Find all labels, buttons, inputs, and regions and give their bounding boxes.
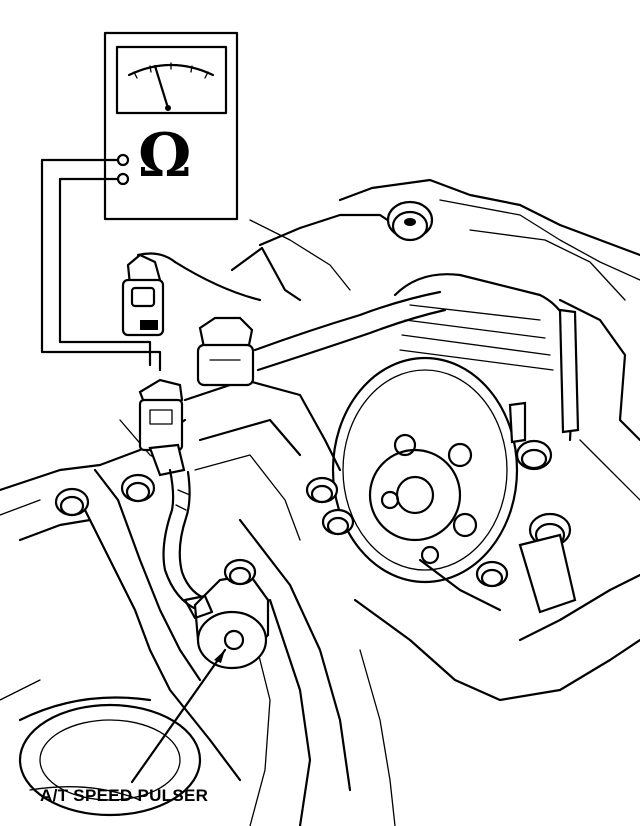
bolt-pulser: [223, 558, 257, 586]
ohmmeter: [103, 31, 239, 221]
bolt-motor-left-2: [321, 508, 355, 536]
meter-needle: [153, 64, 170, 110]
callout-arrowhead: [214, 650, 225, 663]
bolt-motor-bottom: [475, 560, 509, 588]
bolt-mid-left: [120, 473, 156, 503]
harness-connector: [121, 252, 262, 337]
speed-pulser: [183, 573, 270, 670]
lower-right-boss: [518, 533, 577, 614]
motor-housing: [331, 273, 580, 584]
bolt-left: [54, 487, 90, 517]
sensor-connector: [138, 378, 186, 477]
meter-dial-window: [115, 45, 228, 115]
speed-pulser-label: A/T SPEED PULSER: [40, 786, 209, 805]
meter-needle-pivot: [165, 105, 171, 111]
test-lead-2: [58, 177, 152, 367]
bolt-top: [386, 200, 434, 242]
bolt-motor-left-1: [305, 476, 339, 504]
test-leads: [40, 158, 162, 372]
callout-leader-line: [130, 648, 227, 784]
meter-terminal-1: [116, 153, 130, 167]
bolt-motor-right: [515, 439, 553, 471]
ohm-symbol: Ω: [138, 121, 192, 191]
meter-body: [103, 31, 239, 221]
meter-terminal-2: [116, 172, 130, 186]
wire-harness: [253, 290, 442, 352]
sensor-lead-wire: [162, 468, 200, 612]
test-lead-1: [40, 158, 162, 372]
hex-plug: [196, 316, 255, 387]
